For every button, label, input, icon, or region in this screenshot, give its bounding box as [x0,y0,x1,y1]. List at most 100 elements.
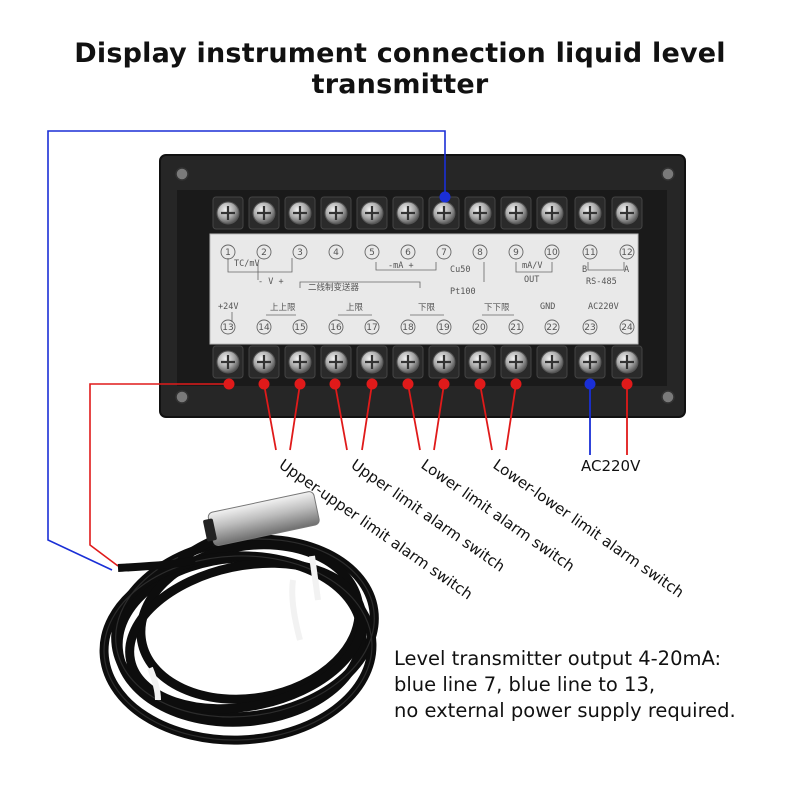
bottom-terminal-numbers: 13 14 15 16 17 18 19 20 21 22 23 24 [220,319,635,335]
plate-gnd: GND [540,302,555,312]
terminal-number: 22 [544,319,560,335]
svg-text:22: 22 [546,323,557,333]
terminal-screw-icon [536,345,568,379]
terminal-number: 2 [256,244,272,260]
svg-text:12: 12 [621,248,632,258]
svg-text:4: 4 [333,248,339,258]
plate-lower-cn: 下限 [418,303,436,313]
note-line-1: Level transmitter output 4-20mA: [394,647,722,670]
plate-upper-upper-cn: 上上限 [270,303,296,313]
plate-ma-v: mA/V [522,261,542,271]
terminal-screw-icon [212,196,244,230]
terminal-number: 11 [582,244,598,260]
terminal-screw-icon [284,345,316,379]
svg-text:19: 19 [438,323,450,333]
level-transmitter-probe [99,491,379,745]
svg-text:11: 11 [584,248,595,258]
svg-text:8: 8 [477,248,483,258]
terminal-screw-icon [392,345,424,379]
terminal-screw-icon [392,196,424,230]
alarm-terminal-dots [258,378,522,390]
terminal-screw-icon [536,196,568,230]
terminal-screw-icon [212,345,244,379]
terminal-screw-icon [284,196,316,230]
transmitter-note: Level transmitter output 4-20mA: blue li… [394,646,736,724]
svg-text:7: 7 [441,248,447,258]
plate-minus-ma-plus: -mA + [388,261,414,271]
svg-text:10: 10 [546,248,558,258]
plate-upper-cn: 上限 [346,303,364,313]
plate-lower-lower-cn: 下下限 [484,303,510,313]
svg-text:13: 13 [222,323,233,333]
plate-two-wire: 二线制变送器 [308,282,360,293]
plate-plus24v: +24V [218,302,238,312]
plate-minus-v-plus: - V + [258,277,284,287]
terminal-number: 12 [619,244,635,260]
terminal-screw-icon [464,196,496,230]
terminal-number: 14 [256,319,272,335]
svg-text:15: 15 [294,323,305,333]
terminal-number: 10 [544,244,560,260]
plate-cu50: Cu50 [450,265,470,275]
blue-wire-to-terminal-7 [47,130,446,571]
terminal-number: 8 [472,244,488,260]
terminal-number: 24 [619,319,635,335]
terminal-screw-icon [500,196,532,230]
terminal-number: 20 [472,319,488,335]
bottom-terminal-row [212,345,643,379]
svg-text:23: 23 [584,323,595,333]
terminal-number: 23 [582,319,598,335]
svg-text:5: 5 [369,248,375,258]
plate-pt100: Pt100 [450,287,476,297]
terminal-number: 13 [220,319,236,335]
corner-bolt-icon [175,167,675,404]
terminal-number: 9 [508,244,524,260]
terminal-screw-icon [500,345,532,379]
svg-text:3: 3 [297,248,303,258]
terminal-screw-icon [320,345,352,379]
red-wire-to-terminal-13 [89,383,229,567]
terminal-screw-icon [574,345,606,379]
terminal-screw-icon [428,345,460,379]
terminal-number: 18 [400,319,416,335]
terminal-screw-icon [356,196,388,230]
svg-text:24: 24 [621,323,633,333]
terminal-screw-icon [464,345,496,379]
terminal-screw-icon [428,196,460,230]
plate-a: A [624,265,629,275]
note-line-2: blue line 7, blue line to 13, [394,673,656,696]
page-title: Display instrument connection liquid lev… [74,38,726,100]
terminal-screw-icon [248,196,280,230]
plate-schematic [227,258,625,322]
plate-ac220v: AC220V [588,302,619,312]
terminal-screw-icon [574,196,606,230]
terminal-number: 17 [364,319,380,335]
terminal-number: 6 [400,244,416,260]
terminal-screw-icon [611,345,643,379]
terminal-screw-icon [356,345,388,379]
terminal-screw-icon [611,196,643,230]
svg-text:17: 17 [366,323,377,333]
alarm-wires [263,383,517,451]
terminal-label-plate [209,233,639,345]
terminal-number: 21 [508,319,524,335]
terminal-number: 15 [292,319,308,335]
plate-rs485: RS-485 [586,277,617,287]
terminal-number: 7 [436,244,452,260]
terminal-number: 4 [328,244,344,260]
terminal-number: 19 [436,319,452,335]
plate-b: B [582,265,587,275]
svg-text:1: 1 [225,248,231,258]
terminal-number: 3 [292,244,308,260]
terminal-screw-icon [248,345,280,379]
note-line-3: no external power supply required. [394,699,736,722]
svg-text:18: 18 [402,323,414,333]
svg-text:6: 6 [405,248,411,258]
terminal-screw-icon [320,196,352,230]
plate-out: OUT [524,275,539,285]
svg-text:16: 16 [330,323,342,333]
svg-text:14: 14 [258,323,270,333]
top-terminal-row [212,196,643,230]
svg-text:9: 9 [513,248,519,258]
